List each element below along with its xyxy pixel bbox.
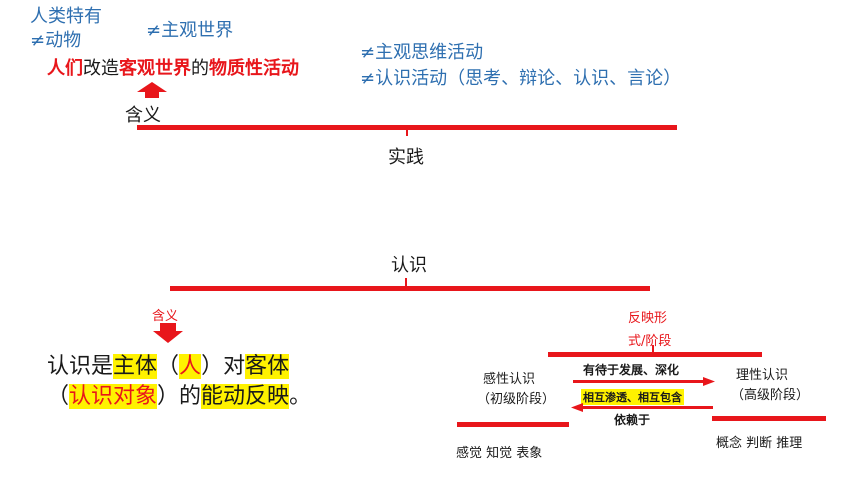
label-not-animal: ≠动物 <box>30 30 82 51</box>
left-arrow-icon <box>571 403 713 412</box>
def-object-of-cognition: 认识对象 <box>69 384 158 409</box>
practice-definition: 人们改造客观世界的物质性活动 <box>47 54 299 80</box>
cognition-bar <box>170 286 650 291</box>
rational-cognition-label: 理性认识 <box>736 368 789 383</box>
form-bar <box>548 352 762 357</box>
right-arrow-icon <box>573 377 715 386</box>
form-bar-tick <box>652 345 654 353</box>
label-not-subjective-thinking: ≠主观思维活动 <box>360 42 484 63</box>
down-arrow-icon <box>153 323 183 343</box>
def-cognition-is: 认识是 <box>47 354 114 379</box>
rational-stage-label: （高级阶段） <box>731 388 810 403</box>
def-paren-open-2: （ <box>47 384 70 409</box>
practice-meaning-label: 含义 <box>125 105 161 126</box>
rational-forms: 概念 判断 推理 <box>716 436 803 451</box>
def-material-activity: 物质性活动 <box>209 58 299 79</box>
def-transform: 改造 <box>83 58 119 79</box>
def-people: 人们 <box>47 58 83 79</box>
def-of: 的 <box>191 58 209 79</box>
def-subject: 主体 <box>113 354 158 379</box>
def-period: 。 <box>289 384 312 409</box>
up-arrow-icon <box>137 82 167 98</box>
cognition-definition-line1: 认识是主体（人）对客体 <box>47 348 290 380</box>
def-person: 人 <box>179 354 202 379</box>
def-paren-open: （ <box>157 354 180 379</box>
form-label-line2: 式/阶段 <box>628 334 672 349</box>
cognition-meaning-label: 含义 <box>152 309 179 324</box>
perceptual-cognition-label: 感性认识 <box>483 372 536 387</box>
cognition-definition-line2: （认识对象）的能动反映。 <box>47 378 311 410</box>
cognition-bar-tick <box>405 278 407 288</box>
def-paren-close-of: ）的 <box>157 384 202 409</box>
label-human-specific: 人类特有 <box>30 6 102 27</box>
relation-develop-deepen: 有待于发展、深化 <box>583 363 680 377</box>
def-active-reflection: 能动反映 <box>201 384 290 409</box>
label-not-cognitive-activity: ≠认识活动（思考、辩论、认识、言论） <box>360 68 682 89</box>
practice-bar-tick <box>406 126 408 136</box>
practice-title: 实践 <box>388 147 424 168</box>
perceptual-stage-label: （初级阶段） <box>477 392 556 407</box>
relation-depend-on: 依赖于 <box>614 413 651 427</box>
def-object: 客体 <box>245 354 290 379</box>
def-paren-close-towards: ）对 <box>201 354 246 379</box>
perceptual-bar <box>457 422 569 427</box>
cognition-title: 认识 <box>391 255 427 276</box>
relation-mutual-penetration: 相互渗透、相互包含 <box>581 389 684 405</box>
label-not-objective-world: ≠主观世界 <box>146 20 234 41</box>
def-objective-world: 客观世界 <box>119 58 191 79</box>
rational-bar <box>712 416 826 421</box>
perceptual-forms: 感觉 知觉 表象 <box>456 446 543 461</box>
form-label-line1: 反映形 <box>628 311 668 326</box>
